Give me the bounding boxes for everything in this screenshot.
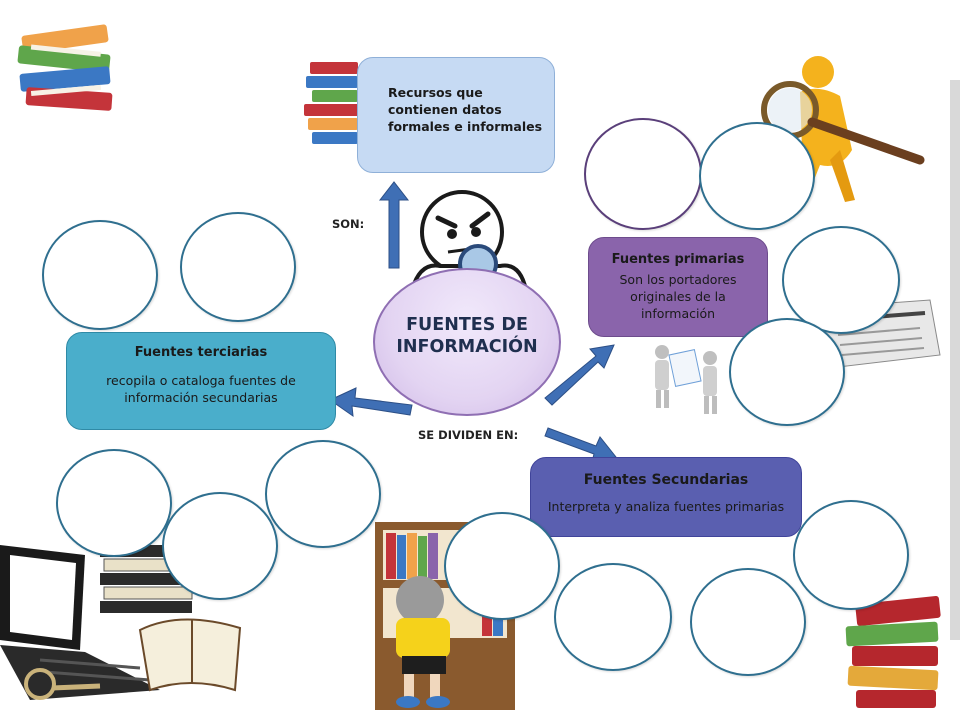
center-topic-circle: FUENTES DE INFORMACIÓN — [373, 268, 561, 416]
empty-circle — [793, 500, 909, 610]
center-title-line-1: FUENTES DE — [406, 315, 528, 335]
fuentes-secundarias-desc: Interpreta y analiza fuentes primarias — [547, 499, 785, 514]
empty-circle — [265, 440, 381, 548]
empty-circle — [444, 512, 560, 620]
fuentes-terciarias-box: Fuentes terciarias recopila o cataloga f… — [66, 332, 336, 430]
empty-circle — [56, 449, 172, 557]
fuentes-terciarias-title: Fuentes terciarias — [134, 345, 268, 360]
books-pile-icon — [304, 62, 360, 144]
primarias-line-1: Son los portadores — [619, 272, 737, 287]
recursos-line-2: contienen datos — [388, 102, 502, 117]
connector-arrows — [328, 181, 617, 463]
primarias-line-2: originales de la — [630, 289, 726, 304]
son-label: SON: — [332, 217, 365, 231]
empty-circle — [584, 118, 702, 230]
fuentes-primarias-title: Fuentes primarias — [611, 252, 745, 267]
empty-circle — [42, 220, 158, 330]
recursos-line-3: formales e informales — [388, 119, 543, 134]
fuentes-secundarias-box: Fuentes Secundarias Interpreta y analiza… — [530, 457, 802, 537]
terciarias-line-2: información secundarias — [124, 390, 278, 405]
books-stack-icon — [17, 24, 113, 111]
terciarias-line-1: recopila o cataloga fuentes de — [106, 373, 296, 388]
empty-circle — [554, 563, 672, 671]
primarias-line-3: información — [640, 306, 716, 321]
fuentes-secundarias-title: Fuentes Secundarias — [583, 472, 749, 488]
people-document-icon — [655, 345, 717, 414]
right-edge-strip — [950, 80, 960, 640]
red-books-icon — [845, 595, 941, 708]
empty-circle — [162, 492, 278, 600]
recursos-line-1: Recursos que — [388, 85, 483, 100]
se-dividen-label: SE DIVIDEN EN: — [418, 428, 519, 442]
empty-circle — [180, 212, 296, 322]
empty-circle — [699, 122, 815, 230]
empty-circle — [729, 318, 845, 426]
recursos-box: Recursos que contienen datos formales e … — [357, 57, 555, 173]
empty-circle — [690, 568, 806, 676]
fuentes-primarias-box: Fuentes primarias Son los portadores ori… — [588, 237, 768, 337]
empty-circle — [782, 226, 900, 334]
center-title-line-2: INFORMACIÓN — [396, 337, 538, 357]
